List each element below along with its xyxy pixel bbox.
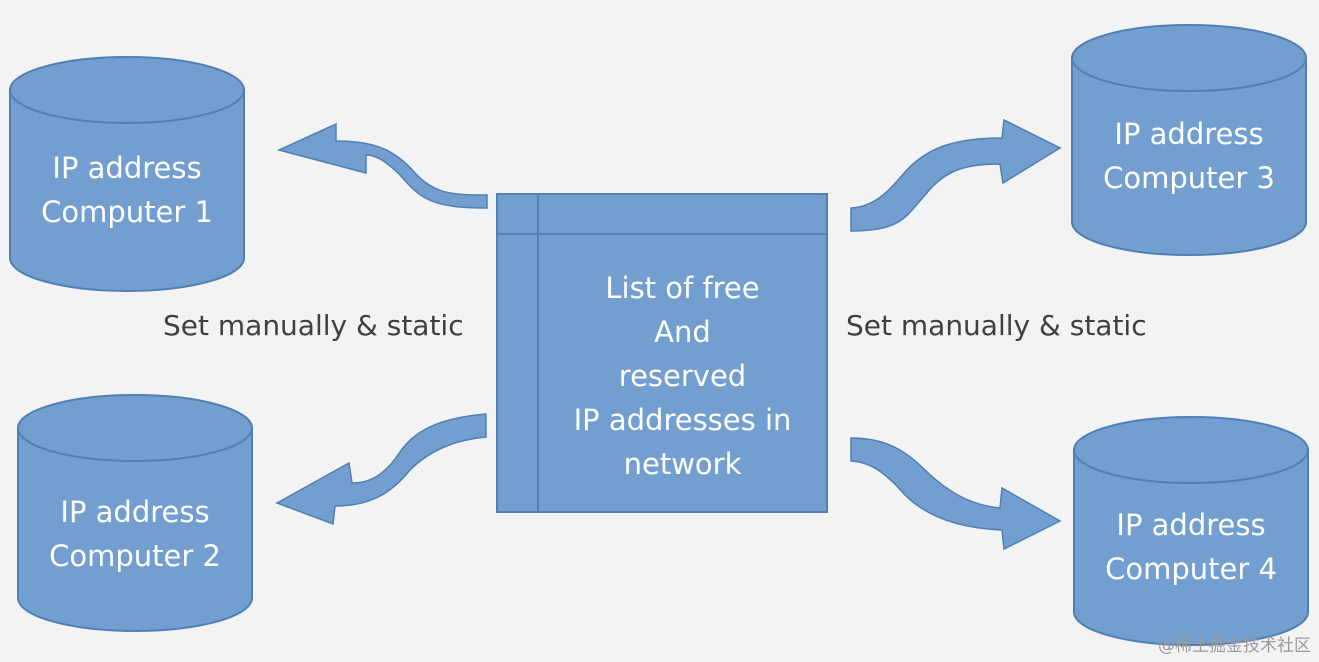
cylinder-computer-3 [1071, 24, 1307, 256]
cylinder-computer-2 [17, 394, 253, 632]
computer-4-text: IP address Computer 4 [1074, 503, 1308, 591]
cylinder-computer-1 [9, 56, 245, 292]
computer-4-line2: Computer 4 [1105, 552, 1277, 586]
watermark-text: @稀土掘金技术社区 [1158, 636, 1311, 656]
ip-list-line-4: IP addresses in [573, 403, 792, 437]
arrow-to-computer-1 [276, 122, 488, 209]
computer-1-text: IP address Computer 1 [10, 146, 244, 234]
computer-2-line1: IP address [60, 495, 210, 529]
ip-list-line-1: List of free [605, 271, 760, 305]
computer-2-line2: Computer 2 [49, 539, 221, 573]
computer-1-line1: IP address [52, 151, 202, 185]
ip-list-box [496, 193, 828, 513]
arrow-to-computer-4 [850, 437, 1062, 551]
arrow-to-computer-2 [275, 413, 487, 526]
cylinder-computer-4 [1073, 416, 1309, 646]
computer-3-text: IP address Computer 3 [1072, 112, 1306, 200]
computer-4-line1: IP address [1116, 508, 1266, 542]
ip-list-text: List of free And reserved IP addresses i… [538, 266, 827, 486]
label-left: Set manually & static [163, 309, 464, 342]
ip-list-line-5: network [623, 447, 742, 481]
computer-1-line2: Computer 1 [41, 195, 213, 229]
arrow-to-computer-3 [850, 118, 1062, 232]
computer-3-line2: Computer 3 [1103, 161, 1275, 195]
computer-3-line1: IP address [1114, 117, 1264, 151]
ip-list-line-2: And [654, 315, 711, 349]
label-right: Set manually & static [846, 309, 1147, 342]
computer-2-text: IP address Computer 2 [18, 490, 252, 578]
ip-list-line-3: reserved [618, 359, 747, 393]
